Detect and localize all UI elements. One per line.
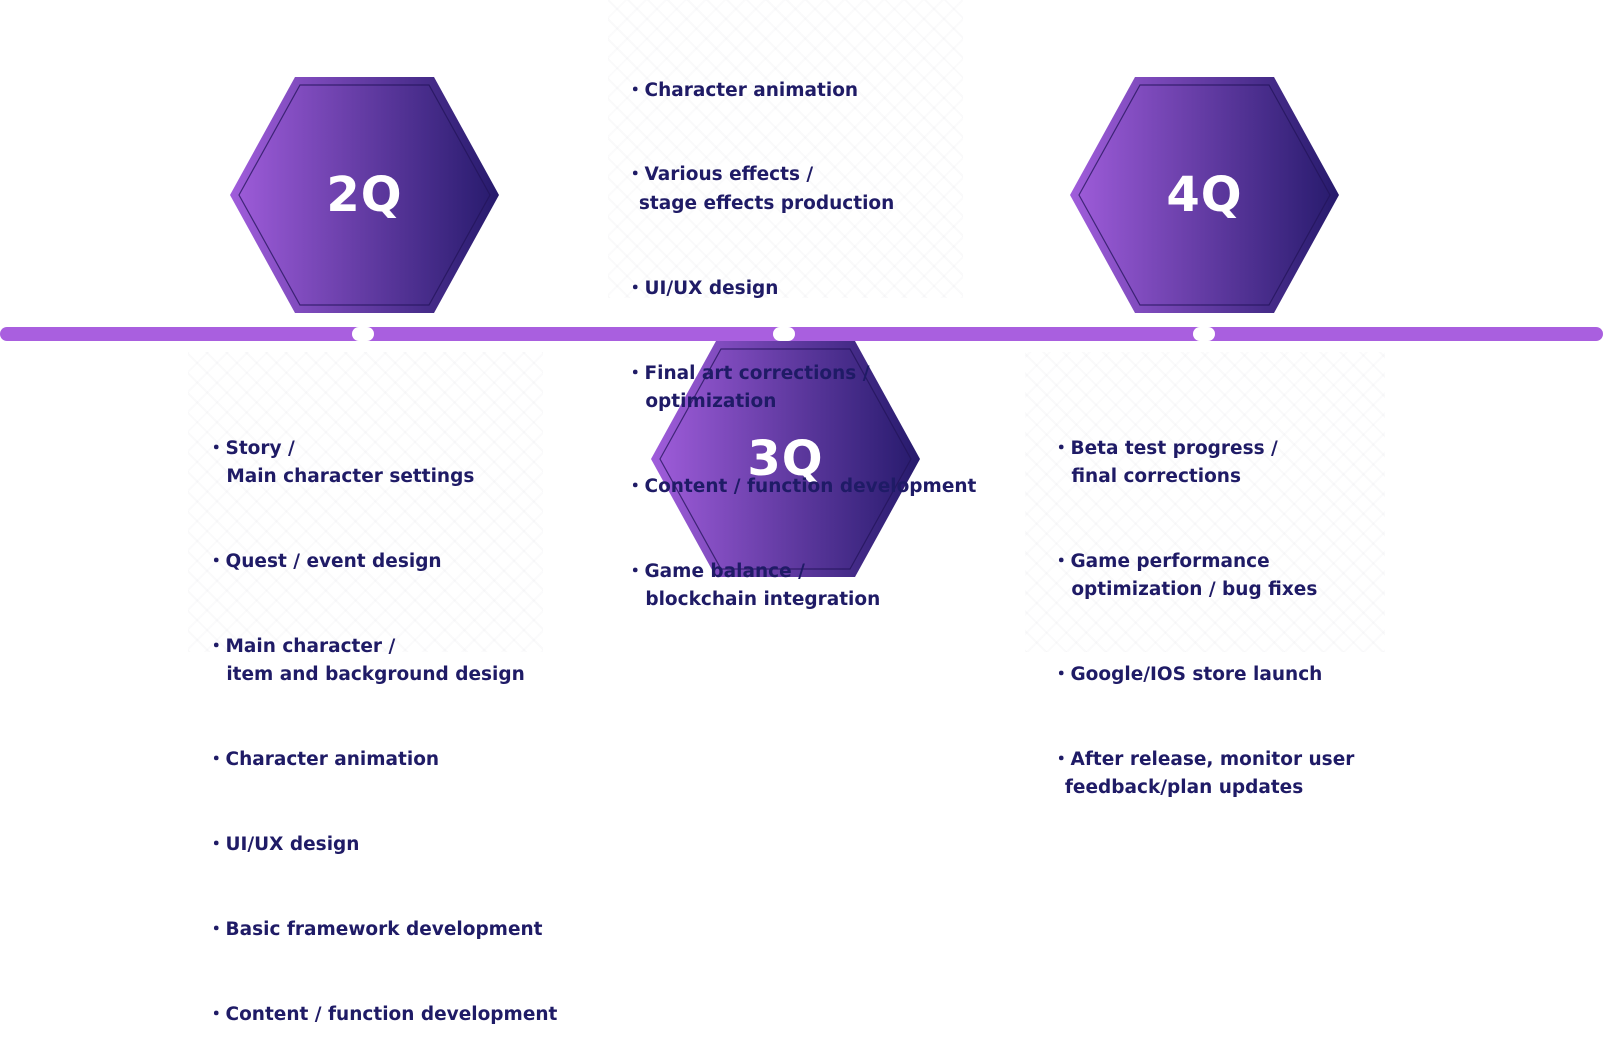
hexagon-shape-2q (230, 77, 499, 313)
hexagon-3q: 3Q (648, 338, 923, 580)
pattern-panel-3q (608, 0, 963, 298)
list-item: ・After release, monitor user feedback/pl… (1052, 748, 1355, 799)
quarter-label-2q: 2Q (326, 167, 403, 223)
timeline-node-4q (1193, 327, 1215, 341)
list-item: ・Game balance / blockchain integration (626, 560, 881, 610)
quarter-label-4q: 4Q (1166, 167, 1243, 223)
list-item: ・Main character / item and background de… (207, 635, 525, 685)
list-item: ・Various effects / stage effects product… (626, 164, 895, 214)
timeline-node-2q (352, 327, 374, 341)
task-list-2q: ・Story / Main character settings ・Quest … (207, 378, 557, 1057)
task-list-3q: ・Character animation ・Various effects / … (626, 20, 976, 643)
list-item: ・Basic framework development (207, 918, 543, 940)
hexagon-shape-4q (1070, 77, 1339, 313)
list-item: ・Content / function development (626, 475, 977, 497)
list-item: ・Google/IOS store launch (1052, 663, 1323, 685)
quarter-label-3q: 3Q (747, 431, 824, 487)
timeline-node-3q (773, 327, 795, 341)
pattern-panel-2q (188, 352, 543, 652)
list-item: ・Content / function development (207, 1003, 558, 1025)
list-item: ・Story / Main character settings (207, 437, 475, 487)
hexagon-shape-3q (651, 341, 920, 577)
hexagon-2q: 2Q (227, 74, 502, 316)
list-item: ・Game performance optimization / bug fix… (1052, 550, 1318, 601)
list-item: ・Character animation (626, 79, 859, 101)
list-item: ・Beta test progress / final corrections (1052, 437, 1278, 487)
list-item: ・UI/UX design (626, 277, 779, 299)
list-item: ・UI/UX design (207, 833, 360, 855)
list-item: ・Final art corrections / optimization (626, 362, 870, 412)
pattern-panel-4q (1025, 352, 1385, 652)
list-item: ・Quest / event design (207, 550, 442, 572)
task-list-4q: ・Beta test progress / final corrections … (1052, 378, 1354, 831)
hexagon-4q: 4Q (1067, 74, 1342, 316)
list-item: ・Character animation (207, 748, 440, 770)
